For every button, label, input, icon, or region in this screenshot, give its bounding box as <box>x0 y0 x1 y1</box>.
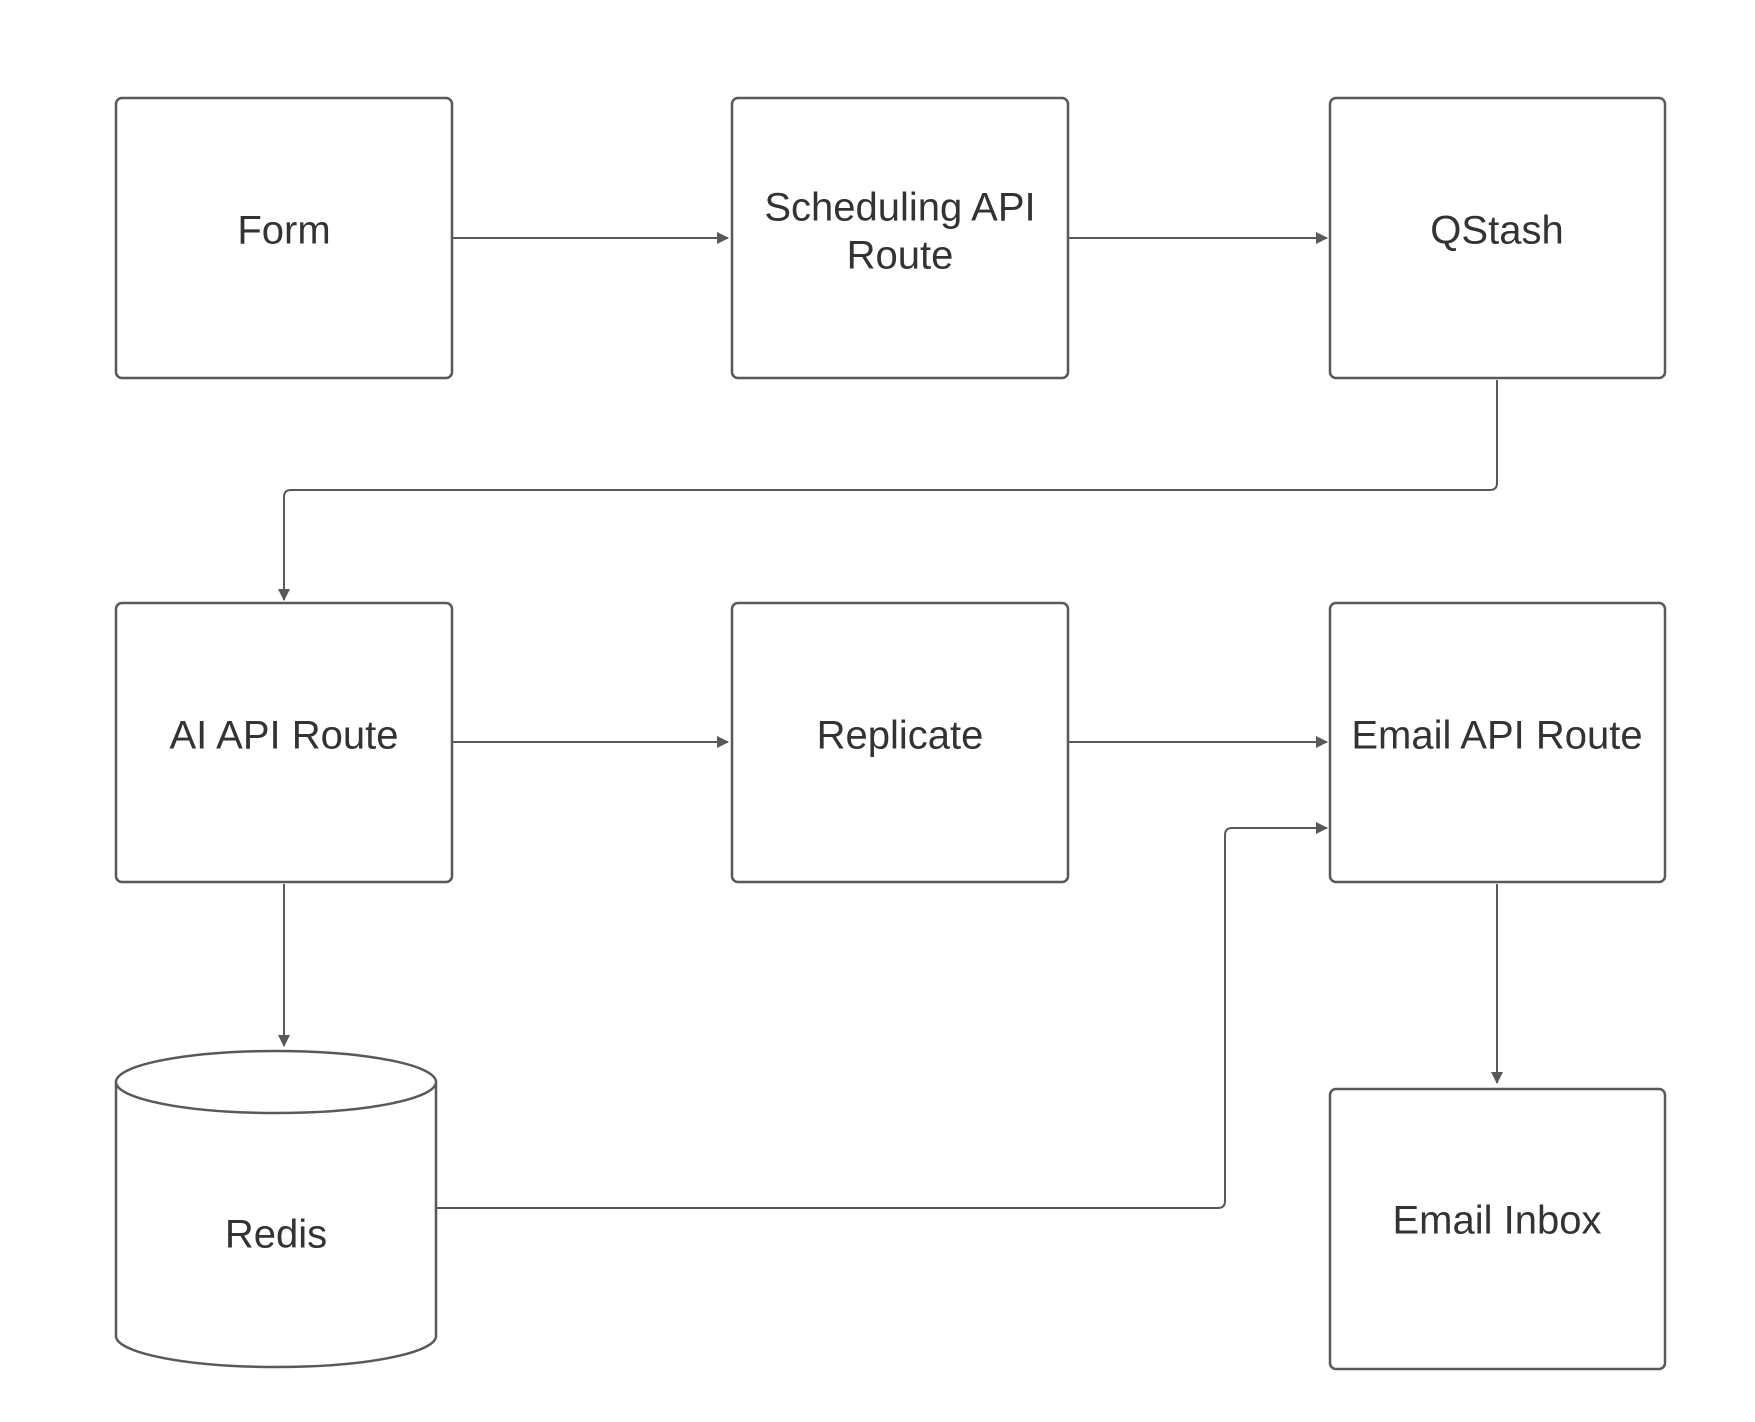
email-inbox-label: Email Inbox <box>1393 1199 1602 1243</box>
ai-api-route-label: AI API Route <box>169 714 398 758</box>
node-redis-cylinder[interactable]: Redis <box>114 1049 438 1369</box>
form-label: Form <box>237 209 330 253</box>
node-ai-api-route[interactable]: AI API Route <box>114 601 454 884</box>
edge-qstash-to-ai <box>278 380 1498 601</box>
email-api-route-label: Email API Route <box>1351 714 1642 758</box>
replicate-label: Replicate <box>817 714 984 758</box>
node-replicate[interactable]: Replicate <box>730 601 1070 884</box>
node-form[interactable]: Form <box>114 96 454 380</box>
connectors <box>278 232 1503 1209</box>
scheduling-label-line-1: Scheduling API <box>764 186 1035 230</box>
node-qstash[interactable]: QStash <box>1328 96 1667 380</box>
scheduling-label-line-2: Route <box>847 234 954 278</box>
node-email-api-route[interactable]: Email API Route <box>1328 601 1667 884</box>
qstash-label: QStash <box>1430 209 1563 253</box>
node-scheduling-api-route[interactable]: Scheduling API Route <box>730 96 1070 380</box>
redis-label: Redis <box>225 1213 327 1257</box>
node-email-inbox[interactable]: Email Inbox <box>1328 1087 1667 1371</box>
edge-redis-to-email-api <box>436 822 1328 1209</box>
